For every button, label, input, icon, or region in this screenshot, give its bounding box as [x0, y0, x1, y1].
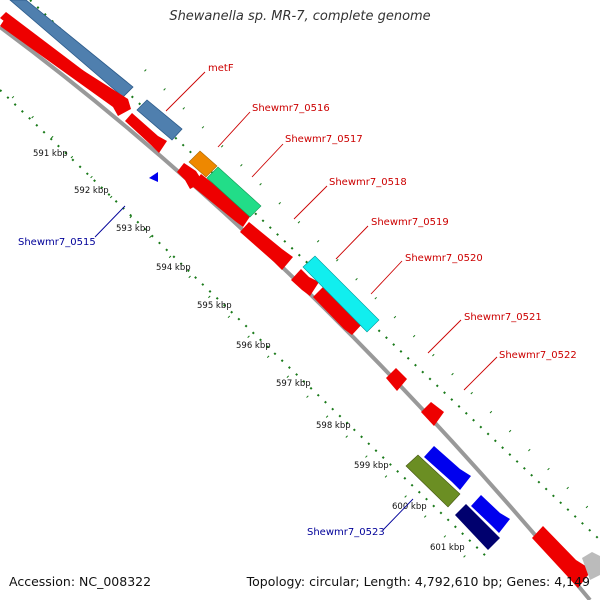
feature-springgreen [206, 166, 262, 218]
gene-label-0522: Shewmr7_0522 [499, 350, 577, 361]
feature-small-blue-arrow [149, 172, 158, 182]
gene-label-0518: Shewmr7_0518 [329, 177, 407, 188]
accession-text: Accession: NC_008322 [9, 574, 152, 589]
cds-arrow-8 [313, 286, 364, 335]
tick-595kbp: 595 kbp [197, 301, 232, 311]
leader-0517 [251, 143, 284, 178]
gene-label-0523: Shewmr7_0523 [307, 527, 385, 538]
gene-label-0519: Shewmr7_0519 [371, 217, 449, 228]
leader-0516 [217, 111, 251, 148]
tick-597kbp: 597 kbp [276, 379, 311, 389]
cds-arrow-5 [192, 174, 251, 227]
feature-steelblue-2 [136, 99, 183, 141]
tick-601kbp: 601 kbp [430, 543, 465, 553]
outer-dashed-guide [144, 69, 600, 521]
gene-label-0517: Shewmr7_0517 [285, 134, 363, 145]
leader-0519 [335, 225, 369, 260]
cds-arrow-9 [386, 368, 407, 391]
leader-0521 [427, 319, 462, 354]
cds-arrow-7 [291, 269, 319, 296]
leader-metF [165, 71, 206, 112]
feature-orange [188, 150, 218, 178]
gene-label-0515: Shewmr7_0515 [18, 237, 96, 248]
tick-593kbp: 593 kbp [116, 224, 151, 234]
leader-0518 [293, 185, 328, 220]
leader-0522 [463, 356, 498, 391]
gene-label-0516: Shewmr7_0516 [252, 103, 330, 114]
leader-0520 [370, 260, 403, 295]
tick-598kbp: 598 kbp [316, 421, 351, 431]
gene-label-0520: Shewmr7_0520 [405, 253, 483, 264]
cds-arrow-11 [532, 526, 592, 588]
feature-blue-2 [471, 495, 510, 533]
inner-dotted-guide [0, 89, 491, 561]
cds-arrow-2 [0, 20, 131, 116]
leader-0515 [94, 205, 126, 238]
feature-cyan [302, 255, 380, 333]
leader-0523 [382, 498, 414, 531]
cds-arrow-10 [421, 402, 444, 426]
cds-arrow-6 [240, 222, 293, 270]
gene-label-0521: Shewmr7_0521 [464, 312, 542, 323]
tick-600kbp: 600 kbp [392, 502, 427, 512]
tick-594kbp: 594 kbp [156, 263, 191, 273]
feature-navy [455, 504, 500, 550]
genome-summary-text: Topology: circular; Length: 4,792,610 bp… [246, 574, 590, 589]
tick-596kbp: 596 kbp [236, 341, 271, 351]
feature-blue-1 [424, 446, 471, 490]
inner-dashed-guide [0, 83, 471, 563]
genome-title: Shewanella sp. MR-7, complete genome [169, 9, 431, 24]
feature-steelblue-1 [9, 0, 134, 98]
tick-591kbp: 591 kbp [33, 149, 68, 159]
cds-arrow-3 [125, 113, 167, 153]
tick-599kbp: 599 kbp [354, 461, 389, 471]
tick-592kbp: 592 kbp [74, 186, 109, 196]
gene-label-metF: metF [208, 63, 234, 74]
feature-olive [405, 454, 461, 508]
feature-grey-edge [582, 552, 600, 580]
